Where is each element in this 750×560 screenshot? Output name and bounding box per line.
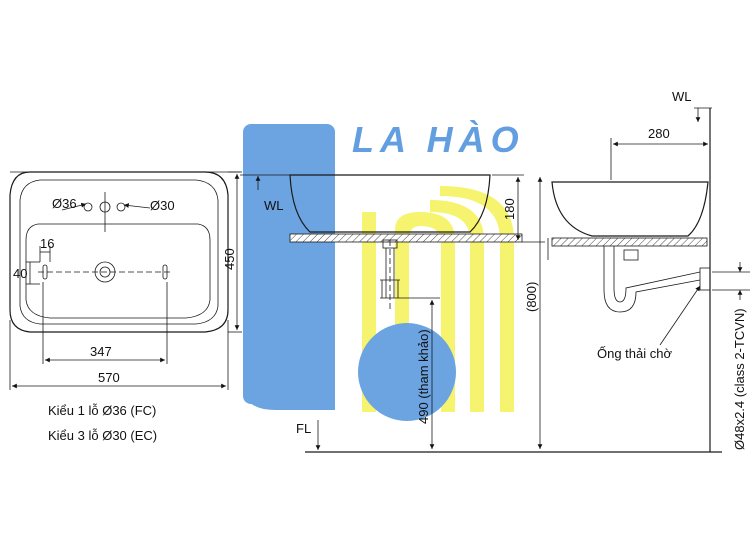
dim-outer-width: 570	[98, 370, 120, 385]
basin-outline	[9, 171, 229, 333]
label-wl-front: WL	[264, 198, 284, 213]
basin-bowl	[25, 223, 211, 319]
note-type-3: Kiểu 3 lỗ Ø30 (EC)	[48, 428, 157, 443]
logo-blue-bar	[243, 124, 335, 404]
logo-brand-text: LA HÀO	[352, 119, 525, 160]
label-drain-pipe: Ống thải chờ	[597, 346, 672, 361]
plan-view: Ø36 Ø30 16 40 450 347 570 Kiểu 1 lỗ Ø	[9, 171, 242, 443]
dim-inner-width: 347	[90, 344, 112, 359]
pipe-spec: Ø48x2.4 (class 2-TCVN)	[732, 308, 747, 450]
dim-projection: 280	[648, 126, 670, 141]
dim-depth: 450	[222, 248, 237, 270]
dim-basin-height: 180	[502, 198, 517, 220]
dim-trap-height: 490 (tham khảo)	[416, 329, 431, 424]
drain-pipe	[603, 246, 701, 313]
dim-hole-offset: 16	[40, 236, 54, 251]
basin-side-profile	[551, 181, 709, 237]
basin-front-profile	[289, 174, 491, 233]
dim-hole-small: Ø30	[150, 198, 175, 213]
dim-slot-height: 40	[13, 266, 27, 281]
note-type-1: Kiểu 1 lỗ Ø36 (FC)	[48, 403, 156, 418]
tap-hole-right	[116, 202, 126, 212]
label-fl: FL	[296, 421, 311, 436]
countertop-section	[289, 233, 523, 243]
watermark-logo: LA HÀO	[243, 119, 525, 421]
countertop-section-side	[551, 237, 708, 247]
dim-hole-large: Ø36	[52, 196, 77, 211]
front-view: WL 180 (800) 490 (tham khảo) FL	[240, 174, 722, 453]
label-wl-side: WL	[672, 89, 692, 104]
dim-counter-height: (800)	[524, 282, 539, 312]
side-view: WL 280 Ø48x2.4 (class 2-TCVN) Ống thải c…	[547, 89, 750, 452]
logo-blue-circle	[358, 323, 456, 421]
